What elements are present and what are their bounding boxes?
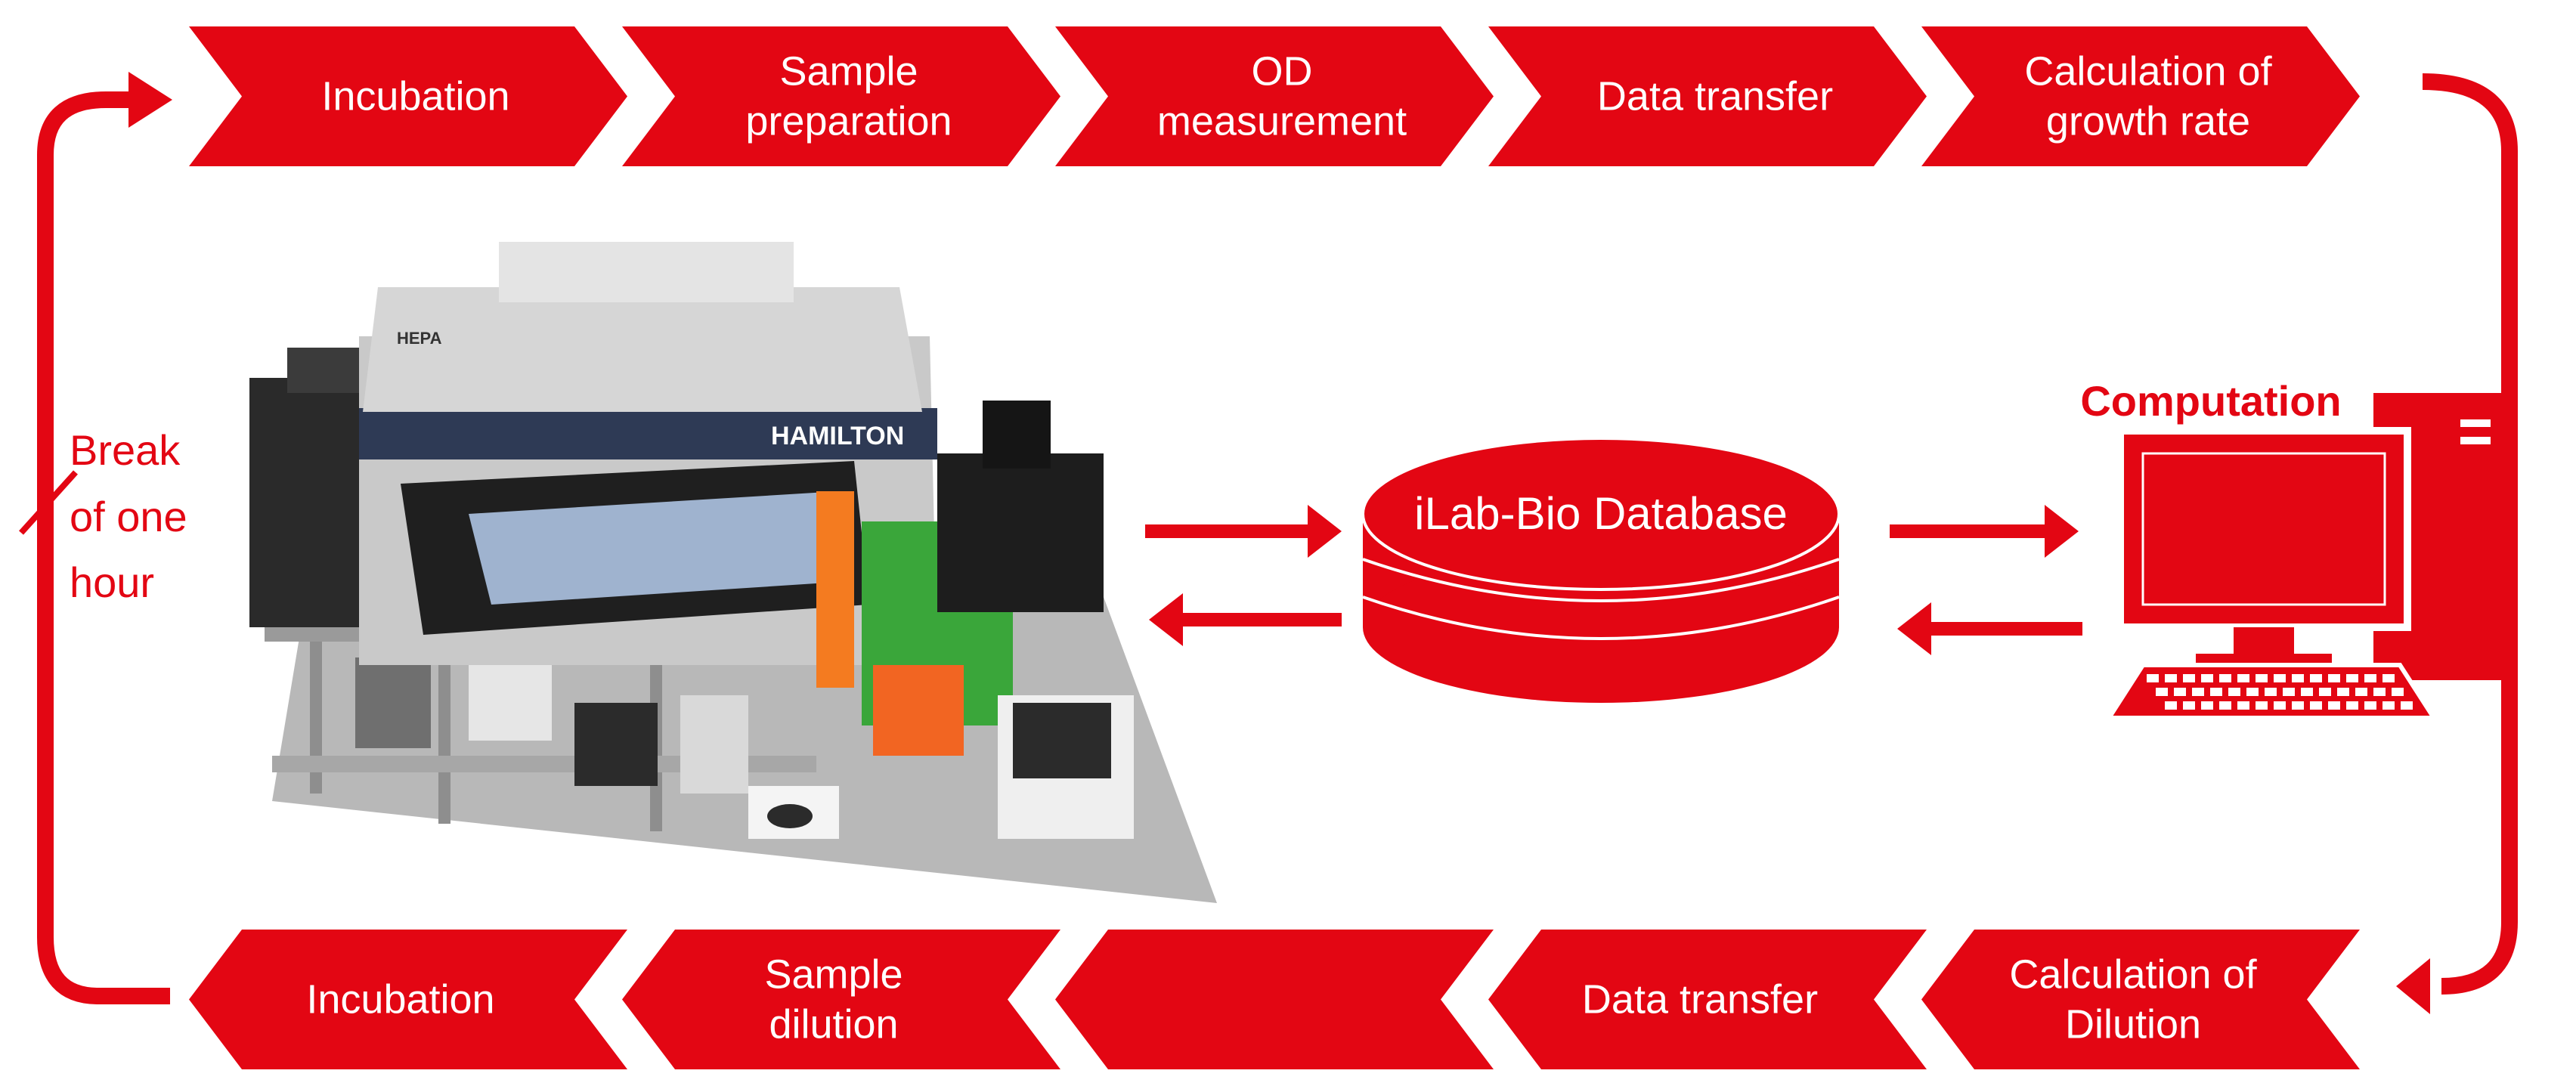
keyboard-key xyxy=(2274,674,2286,682)
top_steps-step-5-shape xyxy=(1921,26,2360,166)
keyboard-key xyxy=(2328,674,2340,682)
liquid-handling-robot-photo: HAMILTON HEPA xyxy=(249,242,1217,903)
break-line-1: Break xyxy=(70,426,181,474)
desktop-computer-icon: Computation xyxy=(2080,377,2509,720)
keyboard-key xyxy=(2265,688,2277,696)
bottom_steps-step-2-label-2: dilution xyxy=(769,1002,898,1047)
keyboard-key xyxy=(2237,701,2249,710)
keyboard-key xyxy=(2401,701,2413,710)
database-label: iLab-Bio Database xyxy=(1414,488,1788,539)
top_steps-step-2-label-2: preparation xyxy=(745,99,952,144)
keyboard-key xyxy=(2256,674,2268,682)
keyboard-key xyxy=(2174,688,2186,696)
bottom_steps-step-4-shape xyxy=(1488,930,1927,1069)
keyboard-key xyxy=(2364,701,2376,710)
break-line-2: of one xyxy=(70,493,187,540)
bottom_steps-step-1-label-1: Incubation xyxy=(306,977,494,1022)
top_steps-step-5-label-2: growth rate xyxy=(2046,99,2250,144)
keyboard-key xyxy=(2237,674,2249,682)
top_steps-step-3-label-1: OD xyxy=(1252,49,1313,94)
left-loop-arrow xyxy=(37,72,172,1004)
top_steps-step-1-shape xyxy=(189,26,627,166)
keyboard-key xyxy=(2147,674,2159,682)
bottom_steps-step-4-label-1: Data transfer xyxy=(1582,977,1818,1022)
keyboard-key xyxy=(2355,688,2367,696)
keyboard-key xyxy=(2228,688,2240,696)
keyboard-key xyxy=(2274,701,2286,710)
keyboard-key xyxy=(2165,701,2177,710)
keyboard-key xyxy=(2192,688,2204,696)
keyboard-key xyxy=(2156,688,2168,696)
keyboard-key xyxy=(2219,701,2231,710)
bottom_steps-step-1-shape xyxy=(189,930,627,1069)
bottom_steps-step-2-shape xyxy=(622,930,1060,1069)
break-line-3: hour xyxy=(70,558,154,606)
keyboard-key xyxy=(2337,688,2349,696)
flow-arrows xyxy=(1145,505,2082,655)
keyboard-key xyxy=(2364,674,2376,682)
keyboard-key xyxy=(2310,701,2322,710)
bottom_steps-step-2-label-1: Sample xyxy=(764,952,903,998)
robot-hepa-label: HEPA xyxy=(397,329,442,348)
right-loop-arrow xyxy=(2396,73,2518,1014)
keyboard-key xyxy=(2283,688,2295,696)
keyboard-key xyxy=(2183,674,2195,682)
keyboard-key xyxy=(2373,688,2386,696)
keyboard-key xyxy=(2201,674,2213,682)
top-process-row: Incubation Sample preparation OD measurement… xyxy=(189,26,2360,166)
break-label: Break of one hour xyxy=(19,426,187,606)
top_steps-step-5-label-1: Calculation of xyxy=(2024,49,2272,94)
keyboard-key xyxy=(2201,701,2213,710)
computer-label: Computation xyxy=(2080,377,2341,425)
keyboard-key xyxy=(2301,688,2313,696)
bottom_steps-step-5-label-1: Calculation of xyxy=(2009,952,2257,998)
top_steps-step-2-shape xyxy=(622,26,1060,166)
keyboard-key xyxy=(2310,674,2322,682)
keyboard-key xyxy=(2319,688,2331,696)
keyboard-key xyxy=(2382,674,2395,682)
robot-brand-label: HAMILTON xyxy=(771,422,904,450)
keyboard-key xyxy=(2219,674,2231,682)
keyboard xyxy=(2147,674,2413,710)
top_steps-step-3-label-2: measurement xyxy=(1157,99,1407,144)
keyboard-key xyxy=(2346,701,2358,710)
database-cylinder: iLab-Bio Database xyxy=(1361,437,1841,703)
top_steps-step-4-shape xyxy=(1488,26,1927,166)
top_steps-step-1-label-1: Incubation xyxy=(321,74,509,119)
keyboard-key xyxy=(2292,674,2304,682)
keyboard-key xyxy=(2346,674,2358,682)
top_steps-step-2-label-1: Sample xyxy=(779,49,918,94)
bottom_steps-step-5-label-2: Dilution xyxy=(2065,1002,2201,1047)
keyboard-key xyxy=(2382,701,2395,710)
top_steps-step-4-label-1: Data transfer xyxy=(1597,74,1833,119)
keyboard-key xyxy=(2328,701,2340,710)
keyboard-key xyxy=(2246,688,2259,696)
keyboard-key xyxy=(2210,688,2222,696)
top_steps-step-3-shape xyxy=(1055,26,1494,166)
keyboard-key xyxy=(2256,701,2268,710)
keyboard-key xyxy=(2292,701,2304,710)
keyboard-key xyxy=(2392,688,2404,696)
keyboard-key xyxy=(2183,701,2195,710)
bottom_steps-step-5-shape xyxy=(1921,930,2360,1069)
bottom_steps-step-3-shape xyxy=(1055,930,1494,1069)
keyboard-key xyxy=(2165,674,2177,682)
